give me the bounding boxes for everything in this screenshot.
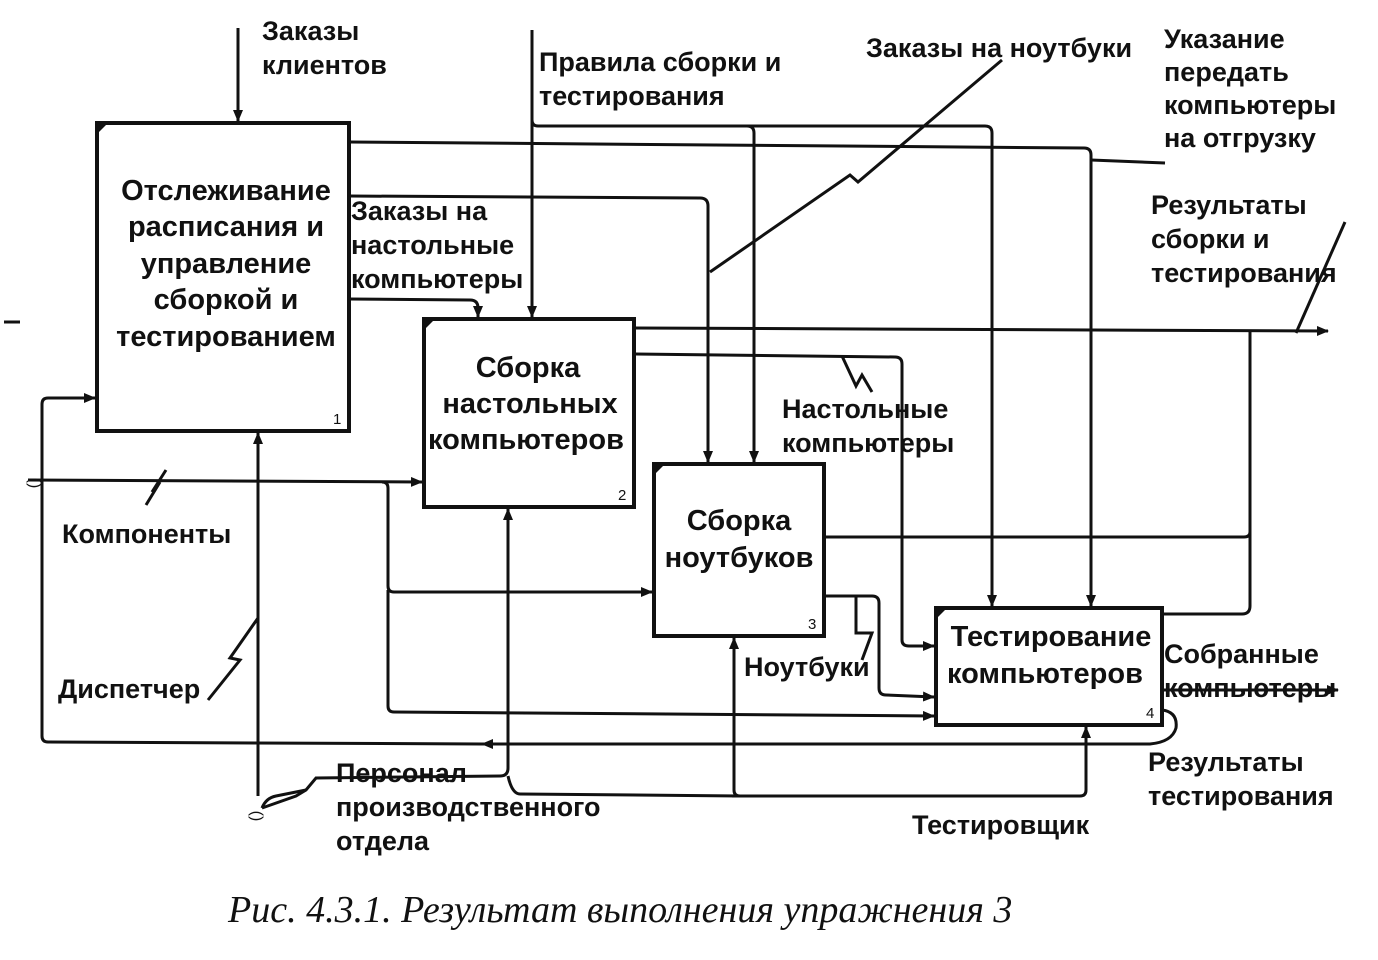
label-ship-1: Указание <box>1164 24 1285 54</box>
arrow-personnel <box>261 508 513 810</box>
activity-box-1[interactable]: Отслеживание расписания и управление сбо… <box>95 121 351 433</box>
box1-line-2: расписания и <box>128 211 324 243</box>
label-test-results-1: Результаты <box>1148 747 1304 777</box>
arrow-ship-instruction <box>348 140 1096 607</box>
box2-number: 2 <box>618 487 626 504</box>
tester-link <box>506 775 741 798</box>
label-laptops: Ноутбуки <box>744 652 870 682</box>
feed-results-box4 <box>1162 332 1252 616</box>
label-rules-1: Правила сборки и <box>539 47 781 77</box>
arrow-laptops <box>824 594 935 702</box>
label-personnel-1: Персонал <box>336 758 467 788</box>
label-ship-2: передать <box>1164 57 1289 87</box>
arrow-desktop-orders <box>348 297 483 318</box>
label-desktop-orders-1: Заказы на <box>351 196 488 226</box>
box1-line-3: управление <box>141 248 312 280</box>
arrow-rules-box4 <box>747 124 997 607</box>
label-personnel-3: отдела <box>336 826 430 856</box>
box1-line-5: тестированием <box>116 321 336 353</box>
arrow-tester-box3 <box>729 637 741 798</box>
personnel-tunnel <box>260 788 307 809</box>
label-desktop-orders-3: компьютеры <box>351 264 523 294</box>
label-desktops-2: компьютеры <box>782 428 954 458</box>
label-assembled-2: компьютеры <box>1164 673 1336 703</box>
label-assembled-1: Собранные <box>1164 639 1319 669</box>
label-test-results-2: тестирования <box>1148 781 1334 811</box>
label-desktop-orders-2: настольные <box>351 230 514 260</box>
arrow-tester-box4 <box>732 726 1091 798</box>
arrow-labels: Заказы клиентов Правила сборки и тестиро… <box>26 16 1337 856</box>
arrow-components-box4 <box>386 590 935 721</box>
box1-line-4: сборкой и <box>154 284 299 316</box>
activity-box-4[interactable]: Тестирование компьютеров 4 <box>934 606 1164 727</box>
arrow-assembly-results <box>633 325 1329 336</box>
label-tester: Тестировщик <box>912 810 1090 840</box>
components-squiggle <box>144 469 168 506</box>
activity-box-3[interactable]: Сборка ноутбуков 3 <box>652 462 826 638</box>
label-desktops-1: Настольные <box>782 394 948 424</box>
arrow-test-results <box>481 708 1178 749</box>
arrow-laptop-orders <box>348 194 713 463</box>
tunnel-marker-bottom: () <box>248 811 265 822</box>
label-ship-3: компьютеры <box>1164 90 1336 120</box>
arrow-components-box3 <box>381 480 653 597</box>
label-rules-2: тестирования <box>539 81 725 111</box>
laptops-squiggle <box>854 596 875 661</box>
box3-number: 3 <box>808 616 816 633</box>
label-ship-4: на отгрузку <box>1164 123 1316 153</box>
arrow-desktops <box>633 352 935 651</box>
activity-box-2[interactable]: Сборка настольных компьютеров 2 <box>422 317 636 509</box>
box2-line-1: Сборка <box>476 352 581 384</box>
box1-number: 1 <box>333 411 341 428</box>
box2-line-3: компьютеров <box>428 424 624 456</box>
label-dispatcher: Диспетчер <box>58 674 200 704</box>
desktops-squiggle <box>840 355 874 393</box>
label-personnel-2: производственного <box>336 792 600 822</box>
label-laptop-orders: Заказы на ноутбуки <box>866 33 1132 63</box>
box4-line-1: Тестирование <box>951 621 1152 653</box>
tunnel-marker-left: () <box>26 478 43 489</box>
label-assembly-results-1: Результаты <box>1151 190 1307 220</box>
box4-line-2: компьютеров <box>947 658 1143 690</box>
box1-line-1: Отслеживание <box>121 175 331 207</box>
arrows <box>4 28 1347 810</box>
ship-instruction-leader <box>1090 158 1166 165</box>
box2-line-2: настольных <box>442 388 617 420</box>
box3-line-2: ноутбуков <box>665 542 814 574</box>
dispatcher-squiggle <box>206 617 260 701</box>
arrow-components <box>27 476 423 487</box>
label-orders-clients-1: Заказы <box>262 16 359 46</box>
label-components: Компоненты <box>62 519 231 549</box>
assembly-results-leader <box>1294 221 1347 334</box>
figure-caption: Рис. 4.3.1. Результат выполнения упражне… <box>227 889 1012 931</box>
arrow-feedback-box1 <box>40 393 483 746</box>
label-assembly-results-2: сборки и <box>1151 224 1270 254</box>
feed-results-box3 <box>824 531 1252 539</box>
laptop-orders-leader <box>709 58 1003 274</box>
label-assembly-results-3: тестирования <box>1151 258 1337 288</box>
box3-line-1: Сборка <box>687 505 792 537</box>
label-orders-clients-2: клиентов <box>262 50 387 80</box>
box4-number: 4 <box>1146 705 1154 722</box>
